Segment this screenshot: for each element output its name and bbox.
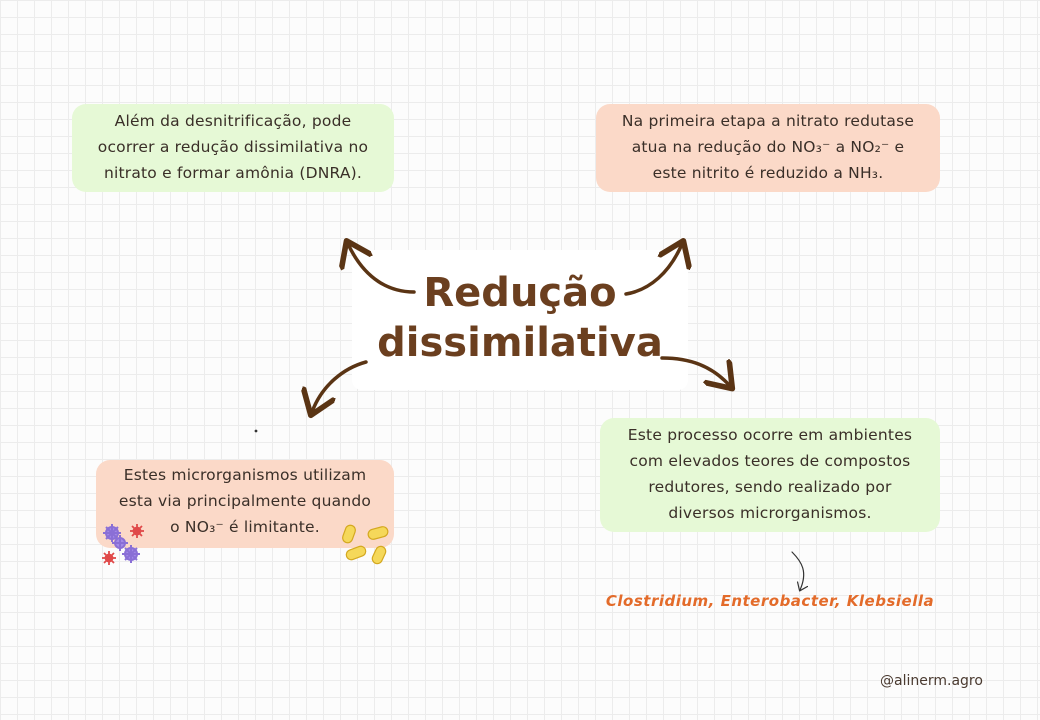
note-line: nitrato e formar amônia (DNRA).	[103, 164, 363, 182]
bacteria-icon-group	[342, 524, 389, 565]
arrow-to-top-right	[624, 244, 682, 296]
note-line: Na primeira etapa a nitrato redutase	[621, 112, 915, 130]
note-line: Além da desnitrificação, pode	[114, 112, 352, 130]
note-line: o NO₃⁻ é limitante.	[170, 518, 320, 536]
note-line: Estes microrganismos utilizam	[123, 466, 367, 484]
title-line-1: Redução	[423, 270, 617, 316]
note-line: Este processo ocorre em ambientes	[627, 426, 913, 444]
note-box-top-right: Na primeira etapa a nitrato redutase atu…	[596, 104, 940, 192]
note-line: redutores, sendo realizado por	[648, 478, 892, 496]
note-line: diversos microrganismos.	[668, 504, 872, 522]
title-line-2: dissimilativa	[377, 320, 663, 366]
note-line: esta via principalmente quando	[118, 492, 372, 510]
arrow-to-bottom-left	[312, 360, 368, 412]
note-line: ocorrer a redução dissimilativa no	[97, 138, 369, 156]
arrow-to-bacteria	[791, 551, 804, 590]
note-line: atua na redução do NO₃⁻ a NO₂⁻ e	[631, 138, 905, 156]
arrow-to-bottom-right	[660, 356, 730, 386]
virus-icon-group	[102, 524, 144, 565]
note-box-top-left: Além da desnitrificação, pode ocorrer a …	[72, 104, 394, 192]
dot-mark	[254, 429, 258, 433]
arrow-to-top-left	[348, 244, 416, 294]
note-line: com elevados teores de compostos	[629, 452, 911, 470]
title-background	[352, 250, 688, 390]
central-title: Redução dissimilativa	[352, 268, 688, 368]
bacteria-names: Clostridium, Enterobacter, Klebsiella	[605, 592, 935, 610]
note-box-bottom-right: Este processo ocorre em ambientes com el…	[600, 418, 940, 532]
note-line: este nitrito é reduzido a NH₃.	[652, 164, 884, 182]
author-handle: @alinerm.agro	[880, 673, 983, 689]
